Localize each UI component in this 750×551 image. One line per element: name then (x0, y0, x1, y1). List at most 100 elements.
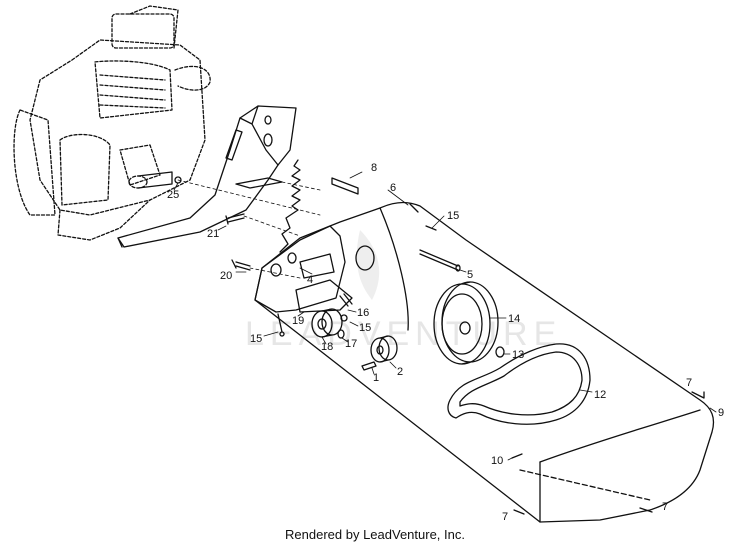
callout-21[interactable]: 21 (207, 228, 219, 240)
callout-16[interactable]: 16 (357, 307, 369, 319)
centerline-pivot (281, 181, 321, 191)
part-10-screw (511, 453, 523, 459)
housing-hidden-line (519, 469, 651, 501)
part-15-bolt-lower-head (279, 331, 285, 337)
leader-16 (347, 309, 357, 313)
callout-17[interactable]: 17 (345, 338, 357, 350)
callout-19[interactable]: 19 (292, 315, 304, 327)
engine-recoil-housing (13, 109, 56, 216)
leadventure-watermark: LEADVENTURE (245, 230, 562, 353)
part-callouts: 8 6 15 5 4 16 15 17 18 19 1 2 14 13 12 7… (167, 162, 724, 523)
part-16-fastener (339, 293, 353, 307)
part-2-drive-pulley (370, 335, 398, 363)
v-belt-outer (447, 343, 591, 425)
engine-air-cleaner-top (129, 5, 179, 49)
callout-10[interactable]: 10 (491, 455, 503, 467)
callout-18[interactable]: 18 (321, 341, 333, 353)
part-5-bolt (419, 249, 459, 271)
housing-shaft-hole (355, 245, 375, 271)
part-7-screw-lower-right (639, 507, 653, 513)
engine-mount-bracket (117, 105, 297, 248)
callout-15-lower[interactable]: 15 (250, 333, 262, 345)
large-pulley-groove (441, 293, 483, 355)
part-17-washer (337, 329, 345, 339)
part-5-nut (455, 264, 461, 272)
callout-5[interactable]: 5 (467, 269, 473, 281)
callout-25[interactable]: 25 (167, 189, 179, 201)
bracket-hole-upper (264, 115, 272, 125)
callout-12[interactable]: 12 (594, 389, 606, 401)
part-21-bolt (225, 213, 245, 225)
leader-2 (389, 361, 397, 369)
part-12-v-belt (447, 343, 591, 425)
belt-cover-housing (254, 201, 715, 523)
callout-7-top[interactable]: 7 (686, 377, 692, 389)
footer-credit: Rendered by LeadVenture, Inc. (285, 527, 465, 542)
leader-15-top (431, 215, 445, 229)
idler-pulley-back (321, 308, 343, 336)
part-15-bolt-lower (277, 313, 283, 333)
centerline-21 (243, 215, 301, 237)
idler-plate-hole-a (270, 263, 282, 277)
engine-cylinder-head (94, 60, 173, 119)
leader-1 (371, 367, 375, 375)
bracket-tab (117, 237, 123, 248)
leader-5 (459, 269, 467, 273)
callout-7-lower-right[interactable]: 7 (662, 501, 668, 513)
watermark-flame-icon (356, 230, 380, 300)
engine-crankcase (59, 133, 111, 206)
callout-13[interactable]: 13 (512, 349, 524, 361)
engine-cooling-fins (99, 74, 166, 109)
large-pulley-rim-edges (461, 281, 471, 365)
centerline-20 (249, 267, 301, 279)
leader-9 (709, 407, 717, 413)
engine-muffler (174, 65, 211, 91)
part-8-pin (331, 177, 359, 195)
engine-base (57, 199, 151, 241)
watermark-text: LEADVENTURE (245, 315, 562, 353)
large-pulley-hub (459, 321, 471, 335)
part-20-bolt (231, 259, 251, 271)
bracket-hole (263, 133, 273, 147)
leader-21 (217, 225, 227, 231)
callout-2[interactable]: 2 (397, 366, 403, 378)
callout-8[interactable]: 8 (371, 162, 377, 174)
leader-15-lower (263, 331, 279, 337)
idler-arm-plate (254, 225, 353, 313)
bracket-flange (239, 105, 279, 166)
leader-6 (387, 189, 409, 206)
leader-8 (349, 171, 363, 179)
callout-7-lower-left[interactable]: 7 (502, 511, 508, 523)
leader-19 (297, 311, 305, 317)
bracket-slot (225, 129, 243, 161)
engine-outline (13, 5, 211, 241)
leader-lines (173, 171, 717, 461)
housing-end-cap-edge (539, 409, 701, 463)
leader-15-mid (349, 321, 359, 327)
callout-15-top[interactable]: 15 (447, 210, 459, 222)
callout-9[interactable]: 9 (718, 407, 724, 419)
idler-plate-hole-b (287, 252, 297, 264)
drive-pulley-edge (379, 335, 389, 363)
callout-20[interactable]: 20 (220, 270, 232, 282)
engine-crankshaft (137, 171, 173, 189)
idler-plate-cutout (299, 253, 335, 279)
leader-25 (173, 182, 179, 191)
v-belt-inner (459, 351, 583, 416)
leader-18 (321, 336, 327, 345)
part-7-screw-top (691, 391, 705, 399)
idler-plate-body (254, 225, 346, 313)
part-15-bolt-top (425, 225, 437, 231)
leader-4 (299, 267, 313, 275)
engine-side-plate (119, 144, 161, 186)
callout-14[interactable]: 14 (508, 313, 520, 325)
callout-15-mid[interactable]: 15 (359, 322, 371, 334)
part-13-washer (495, 346, 505, 358)
callout-6[interactable]: 6 (390, 182, 396, 194)
housing-outline (254, 201, 715, 523)
callout-1[interactable]: 1 (373, 372, 379, 384)
callout-4[interactable]: 4 (307, 274, 313, 286)
housing-inner-edge (379, 207, 409, 331)
bracket-plate (117, 105, 297, 248)
